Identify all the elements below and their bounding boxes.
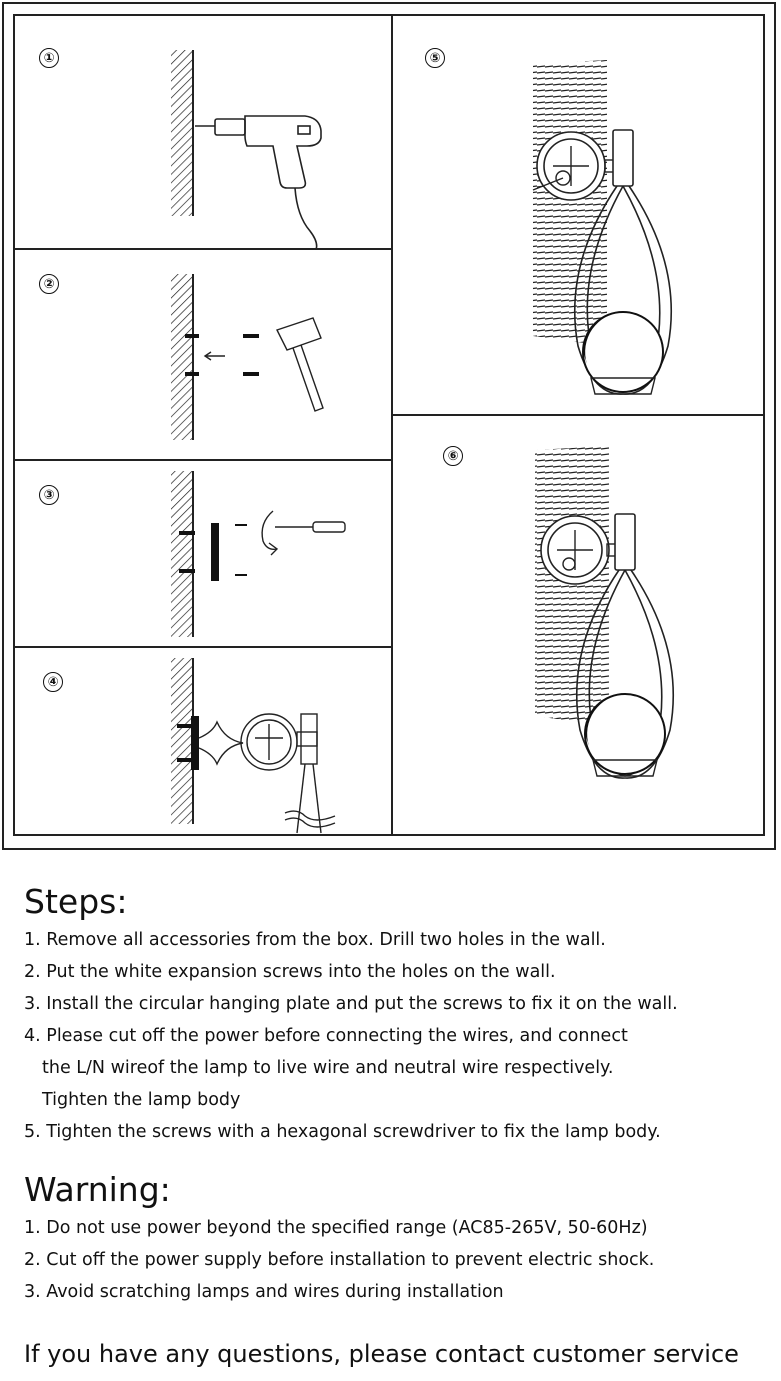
drill-illustration <box>171 50 322 252</box>
step-2-panel: ② <box>13 248 393 461</box>
warning-line-3: 3. Avoid scratching lamps and wires duri… <box>24 1282 504 1302</box>
hammer-illustration <box>171 274 324 440</box>
step-1-panel: ① <box>13 14 393 252</box>
wiring-illustration <box>171 658 336 834</box>
step-6-panel: ⑥ <box>391 414 765 836</box>
step-line-4: 4. Please cut off the power before conne… <box>24 1026 628 1046</box>
step-3-number: ③ <box>39 485 59 505</box>
step-line-1: 1. Remove all accessories from the box. … <box>24 930 606 950</box>
steps-heading: Steps: <box>24 882 128 921</box>
lamp-finished-illustration <box>535 446 675 779</box>
warning-line-1: 1. Do not use power beyond the specified… <box>24 1218 648 1238</box>
step-line-2: 2. Put the white expansion screws into t… <box>24 962 556 982</box>
step-line-4-cont-2: Tighten the lamp body <box>42 1090 241 1110</box>
step-6-number: ⑥ <box>443 446 463 466</box>
step-1-number: ① <box>39 48 59 68</box>
screwdriver-illustration <box>171 471 346 637</box>
step-4-number: ④ <box>43 672 63 692</box>
wall-hatch <box>171 50 193 216</box>
installation-diagram <box>2 2 776 850</box>
step-3-panel: ③ <box>13 459 393 648</box>
warning-line-2: 2. Cut off the power supply before insta… <box>24 1250 655 1270</box>
instructions: Steps: 1. Remove all accessories from th… <box>24 882 764 1370</box>
lamp-installed-illustration <box>532 60 673 395</box>
step-4-panel: ④ <box>13 646 393 836</box>
contact-note: If you have any questions, please contac… <box>24 1340 739 1368</box>
step-2-number: ② <box>39 274 59 294</box>
step-line-3: 3. Install the circular hanging plate an… <box>24 994 678 1014</box>
step-5-number: ⑤ <box>425 48 445 68</box>
warning-heading: Warning: <box>24 1170 171 1209</box>
step-5-panel: ⑤ <box>391 14 765 416</box>
step-line-5: 5. Tighten the screws with a hexagonal s… <box>24 1122 661 1142</box>
step-line-4-cont-1: the L/N wireof the lamp to live wire and… <box>42 1058 614 1078</box>
